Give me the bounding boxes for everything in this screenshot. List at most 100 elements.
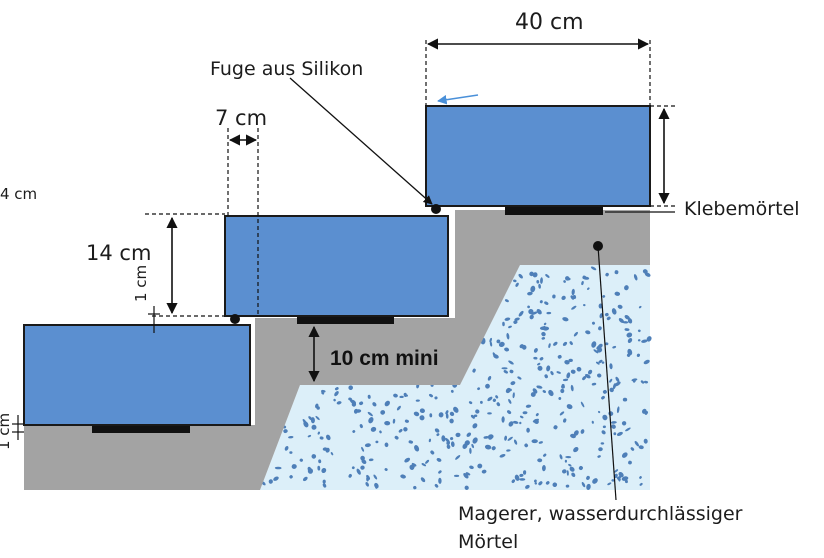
gravel-dot	[291, 464, 297, 469]
gravel-dot	[398, 429, 403, 433]
gravel-dot	[519, 415, 524, 419]
gravel-dot	[356, 468, 361, 475]
gravel-dot	[481, 469, 487, 474]
gravel-dot	[563, 418, 567, 423]
gravel-dot	[638, 305, 642, 309]
gravel-dot	[405, 394, 408, 397]
gravel-dot	[450, 389, 454, 393]
gravel-dot	[466, 432, 472, 437]
gravel-dot	[621, 452, 628, 458]
gravel-dot	[626, 332, 633, 338]
gravel-dot	[570, 384, 574, 392]
gravel-dot	[521, 344, 527, 350]
gravel-dot	[597, 373, 602, 378]
gravel-dot	[429, 413, 433, 418]
gravel-dot	[455, 432, 461, 438]
gravel-dot	[527, 291, 533, 296]
gravel-dot	[504, 317, 511, 321]
gravel-dot	[425, 459, 430, 464]
gravel-dot	[569, 466, 575, 472]
gravel-dot	[496, 339, 501, 344]
gravel-dot	[434, 396, 438, 400]
gravel-dot	[449, 418, 454, 424]
gravel-dot	[420, 477, 426, 483]
leader-silicone-joint	[289, 77, 433, 205]
gravel-dot	[506, 332, 510, 340]
gravel-dot	[557, 354, 562, 359]
label-adhesive: Klebemörtel	[684, 198, 800, 220]
gravel-dot	[537, 362, 541, 366]
gravel-dot	[483, 436, 489, 439]
gravel-dot	[436, 433, 440, 437]
gravel-dot	[616, 431, 623, 436]
gravel-dot	[472, 368, 476, 373]
gravel-dot	[548, 389, 554, 397]
gravel-dot	[569, 341, 573, 346]
gravel-dot	[375, 440, 379, 444]
gravel-dot	[573, 447, 579, 453]
gravel-dot	[408, 440, 414, 444]
gravel-dot	[565, 455, 572, 459]
concrete-base	[24, 210, 650, 490]
gravel-dot	[544, 301, 549, 305]
gravel-dot	[616, 406, 620, 414]
gravel-dot	[513, 320, 518, 324]
gravel-dot	[599, 313, 603, 319]
gravel-dot	[617, 476, 621, 482]
gravel-dot	[501, 416, 505, 423]
gravel-dot	[634, 440, 639, 447]
gravel-dot	[333, 398, 336, 402]
gravel-dot	[508, 398, 512, 404]
gravel-dot	[428, 438, 432, 443]
gravel-dot	[602, 425, 606, 429]
gravel-dot	[445, 413, 449, 419]
gravel-dot	[508, 421, 514, 427]
gravel-dot	[626, 353, 631, 357]
gravel-dot	[508, 360, 514, 365]
gravel-dot	[268, 479, 273, 484]
gravel-dot	[361, 446, 365, 452]
gravel-dot	[559, 454, 563, 460]
gravel-dot	[570, 433, 576, 439]
gravel-dot	[561, 384, 565, 389]
gravel-dot	[540, 277, 543, 284]
gravel-dot	[614, 381, 621, 387]
gravel-dot	[307, 466, 312, 472]
gravel-dot	[512, 392, 515, 399]
gravel-dot	[464, 485, 469, 490]
gravel-dot	[628, 460, 632, 465]
gravel-dot	[541, 331, 546, 337]
gravel-dot	[288, 435, 294, 439]
gravel-dot	[434, 483, 439, 488]
step-stone-middle	[224, 215, 449, 317]
gravel-dot	[631, 378, 638, 382]
gravel-dot	[625, 427, 631, 432]
gravel-dot	[492, 398, 497, 402]
gravel-dot	[434, 428, 440, 433]
gravel-dot	[524, 443, 529, 448]
gravel-dot	[450, 441, 455, 447]
gravel-dot	[421, 463, 427, 467]
gravel-dot	[548, 343, 551, 348]
gravel-dot	[379, 430, 382, 434]
gravel-dot	[536, 309, 542, 315]
gravel-dot	[605, 272, 609, 277]
gravel-dot	[468, 401, 473, 405]
gravel-dot	[605, 342, 609, 346]
gravel-dot	[582, 376, 587, 381]
gravel-dot	[499, 454, 506, 458]
gravel-dot	[543, 322, 547, 326]
gravel-dot	[598, 447, 603, 452]
gravel-dot	[469, 447, 472, 454]
gravel-dot	[581, 481, 586, 488]
label-step-offset: 7 cm	[215, 106, 267, 130]
gravel-dot	[465, 472, 471, 476]
gravel-dot	[489, 337, 492, 343]
gravel-dot	[532, 418, 540, 423]
gravel-dot	[487, 396, 493, 402]
gravel-dot	[366, 474, 371, 480]
gravel-dot	[413, 411, 420, 417]
gravel-dot	[495, 395, 499, 399]
gravel-dot	[567, 277, 571, 281]
gravel-dot	[284, 446, 289, 451]
